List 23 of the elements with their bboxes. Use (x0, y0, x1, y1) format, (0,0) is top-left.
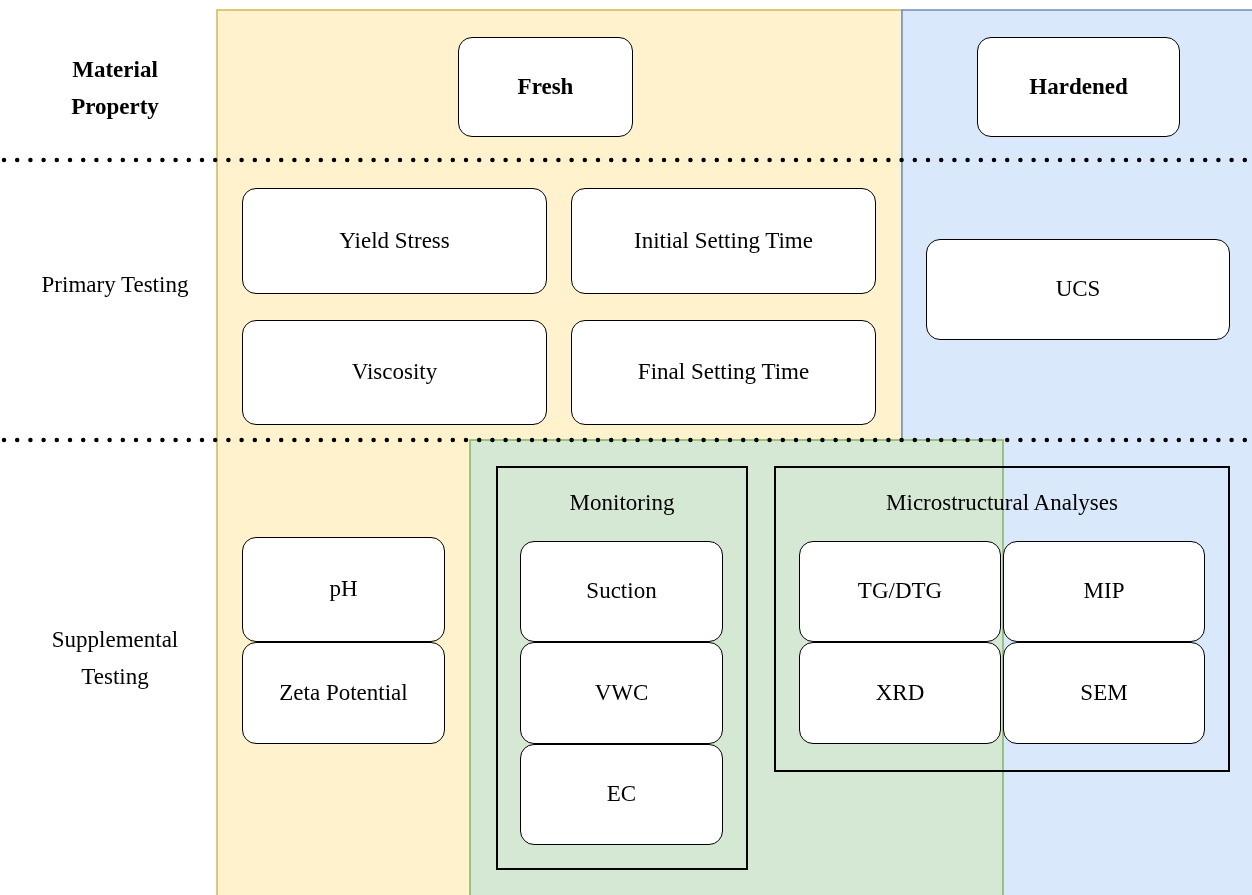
test-box: SEM (1003, 642, 1205, 744)
group-frame (774, 466, 1230, 772)
row-label: Supplemental Testing (50, 626, 180, 691)
test-box: Zeta Potential (242, 642, 445, 744)
test-box: Viscosity (242, 320, 547, 425)
test-box: VWC (520, 642, 723, 744)
category-box: Fresh (458, 37, 633, 137)
test-box: Final Setting Time (571, 320, 876, 425)
test-box: Suction (520, 541, 723, 642)
test-box: UCS (926, 239, 1230, 340)
row-label: Material Property (70, 56, 160, 121)
test-box: EC (520, 744, 723, 845)
test-box: Initial Setting Time (571, 188, 876, 294)
test-box: TG/DTG (799, 541, 1001, 642)
group-heading: Monitoring (568, 490, 676, 516)
test-box: Yield Stress (242, 188, 547, 294)
test-box: pH (242, 537, 445, 642)
category-box: Hardened (977, 37, 1180, 137)
test-box: XRD (799, 642, 1001, 744)
test-box: MIP (1003, 541, 1205, 642)
row-label: Primary Testing (40, 271, 190, 299)
group-heading: Microstructural Analyses (885, 490, 1119, 516)
group-frame (496, 466, 748, 870)
